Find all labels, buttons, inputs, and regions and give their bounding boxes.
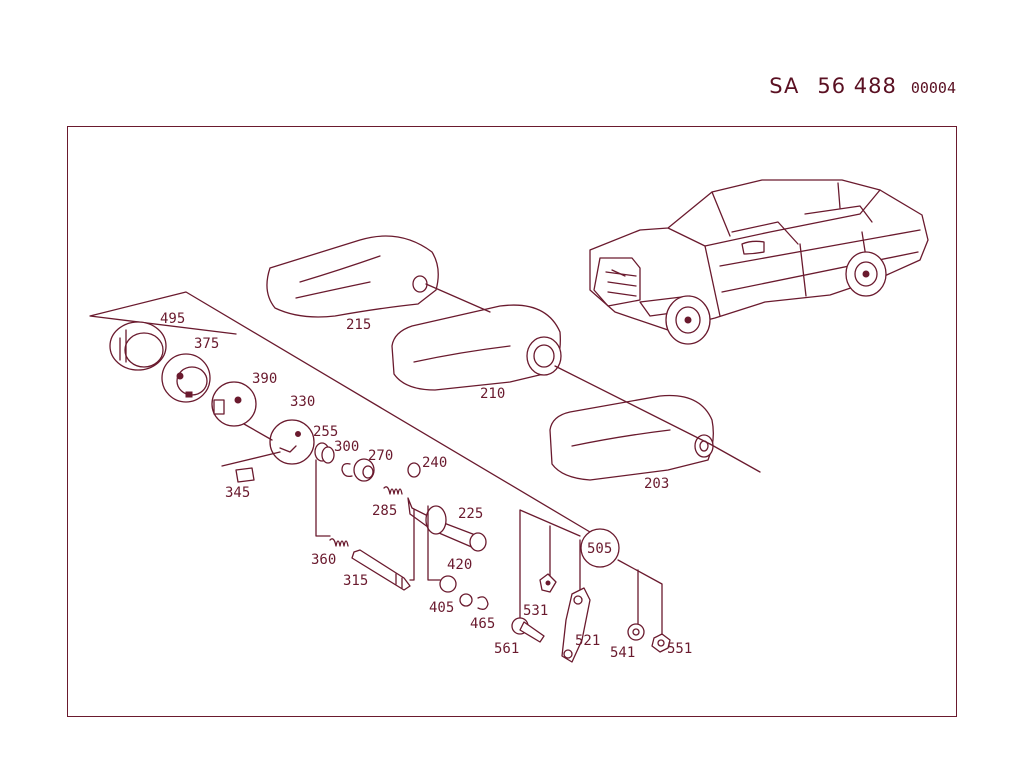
label-420: 420	[447, 557, 472, 573]
label-300: 300	[334, 439, 359, 455]
label-270: 270	[368, 448, 393, 464]
part-285-spring	[383, 486, 403, 495]
label-505: 505	[587, 541, 612, 557]
seat-cushion-203	[549, 394, 714, 481]
label-375: 375	[194, 336, 219, 352]
label-495: 495	[160, 311, 185, 327]
label-390: 390	[252, 371, 277, 387]
part-405-nut	[439, 575, 457, 593]
part-521-lever	[561, 587, 591, 663]
label-531: 531	[523, 603, 548, 619]
part-270-cap	[353, 458, 375, 482]
part-375-rotor	[161, 353, 211, 403]
label-465: 465	[470, 616, 495, 632]
label-541: 541	[610, 645, 635, 661]
label-345: 345	[225, 485, 250, 501]
label-203: 203	[644, 476, 669, 492]
car-illustration	[589, 179, 929, 345]
part-360-spring	[329, 538, 349, 547]
part-390-cam	[211, 381, 257, 427]
label-225: 225	[458, 506, 483, 522]
label-210: 210	[480, 386, 505, 402]
part-561-bolt	[511, 617, 545, 643]
label-315: 315	[343, 573, 368, 589]
seat-cushion-215	[266, 235, 439, 318]
part-330-plate	[243, 419, 315, 465]
label-330: 330	[290, 394, 315, 410]
part-551-nut	[651, 633, 671, 653]
part-505-subassembly	[519, 509, 663, 637]
label-405: 405	[429, 600, 454, 616]
part-541-washer	[627, 623, 645, 641]
label-561: 561	[494, 641, 519, 657]
part-465-clip	[459, 593, 489, 610]
label-215: 215	[346, 317, 371, 333]
part-300-ring	[341, 462, 353, 478]
label-240: 240	[422, 455, 447, 471]
reference-sequence: 00004	[910, 79, 956, 97]
label-551: 551	[667, 641, 692, 657]
diagram-reference: SA 56 488 00004	[769, 74, 956, 98]
diagram-frame	[67, 126, 957, 717]
assembly-leader-bracket	[89, 291, 591, 533]
part-315-pin	[351, 509, 415, 591]
label-521: 521	[575, 633, 600, 649]
label-285: 285	[372, 503, 397, 519]
label-255: 255	[313, 424, 338, 440]
cushion-leader-line	[425, 283, 761, 473]
seat-cushion-210	[391, 304, 562, 391]
part-225-shaft	[407, 497, 487, 581]
part-345-clip	[221, 451, 281, 483]
reference-number: 56 488	[817, 74, 897, 98]
label-360: 360	[311, 552, 336, 568]
reference-prefix: SA	[769, 74, 800, 98]
part-495-ring	[109, 321, 167, 371]
part-531-bracket	[539, 573, 557, 593]
part-255-bushing	[314, 442, 335, 537]
part-240-nut	[407, 462, 421, 478]
